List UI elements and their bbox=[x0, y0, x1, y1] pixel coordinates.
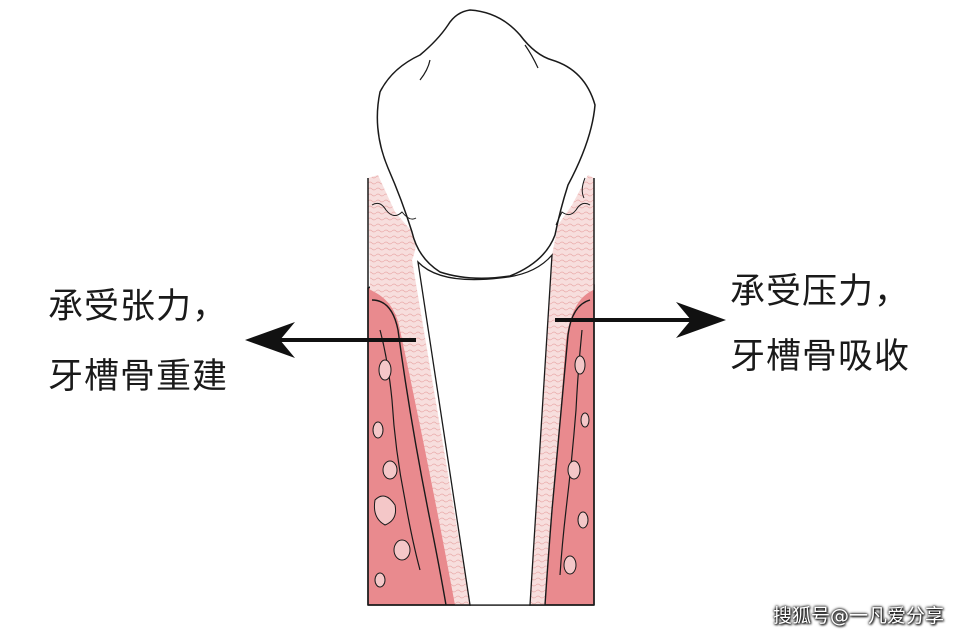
left-bone bbox=[367, 175, 471, 606]
right-label-line1: 承受压力， bbox=[730, 272, 911, 312]
left-ligament bbox=[368, 175, 470, 605]
tooth-crown bbox=[376, 9, 596, 279]
right-bone bbox=[529, 175, 595, 606]
watermark: 搜狐号@一凡爱分享 bbox=[772, 605, 944, 627]
left-arrow bbox=[245, 322, 416, 358]
left-label-line2: 牙槽骨重建 bbox=[48, 357, 229, 397]
right-arrow bbox=[555, 302, 726, 338]
left-label-line1: 承受张力， bbox=[48, 287, 229, 327]
right-label-line2: 牙槽骨吸收 bbox=[730, 337, 911, 377]
right-ligament bbox=[530, 175, 594, 605]
